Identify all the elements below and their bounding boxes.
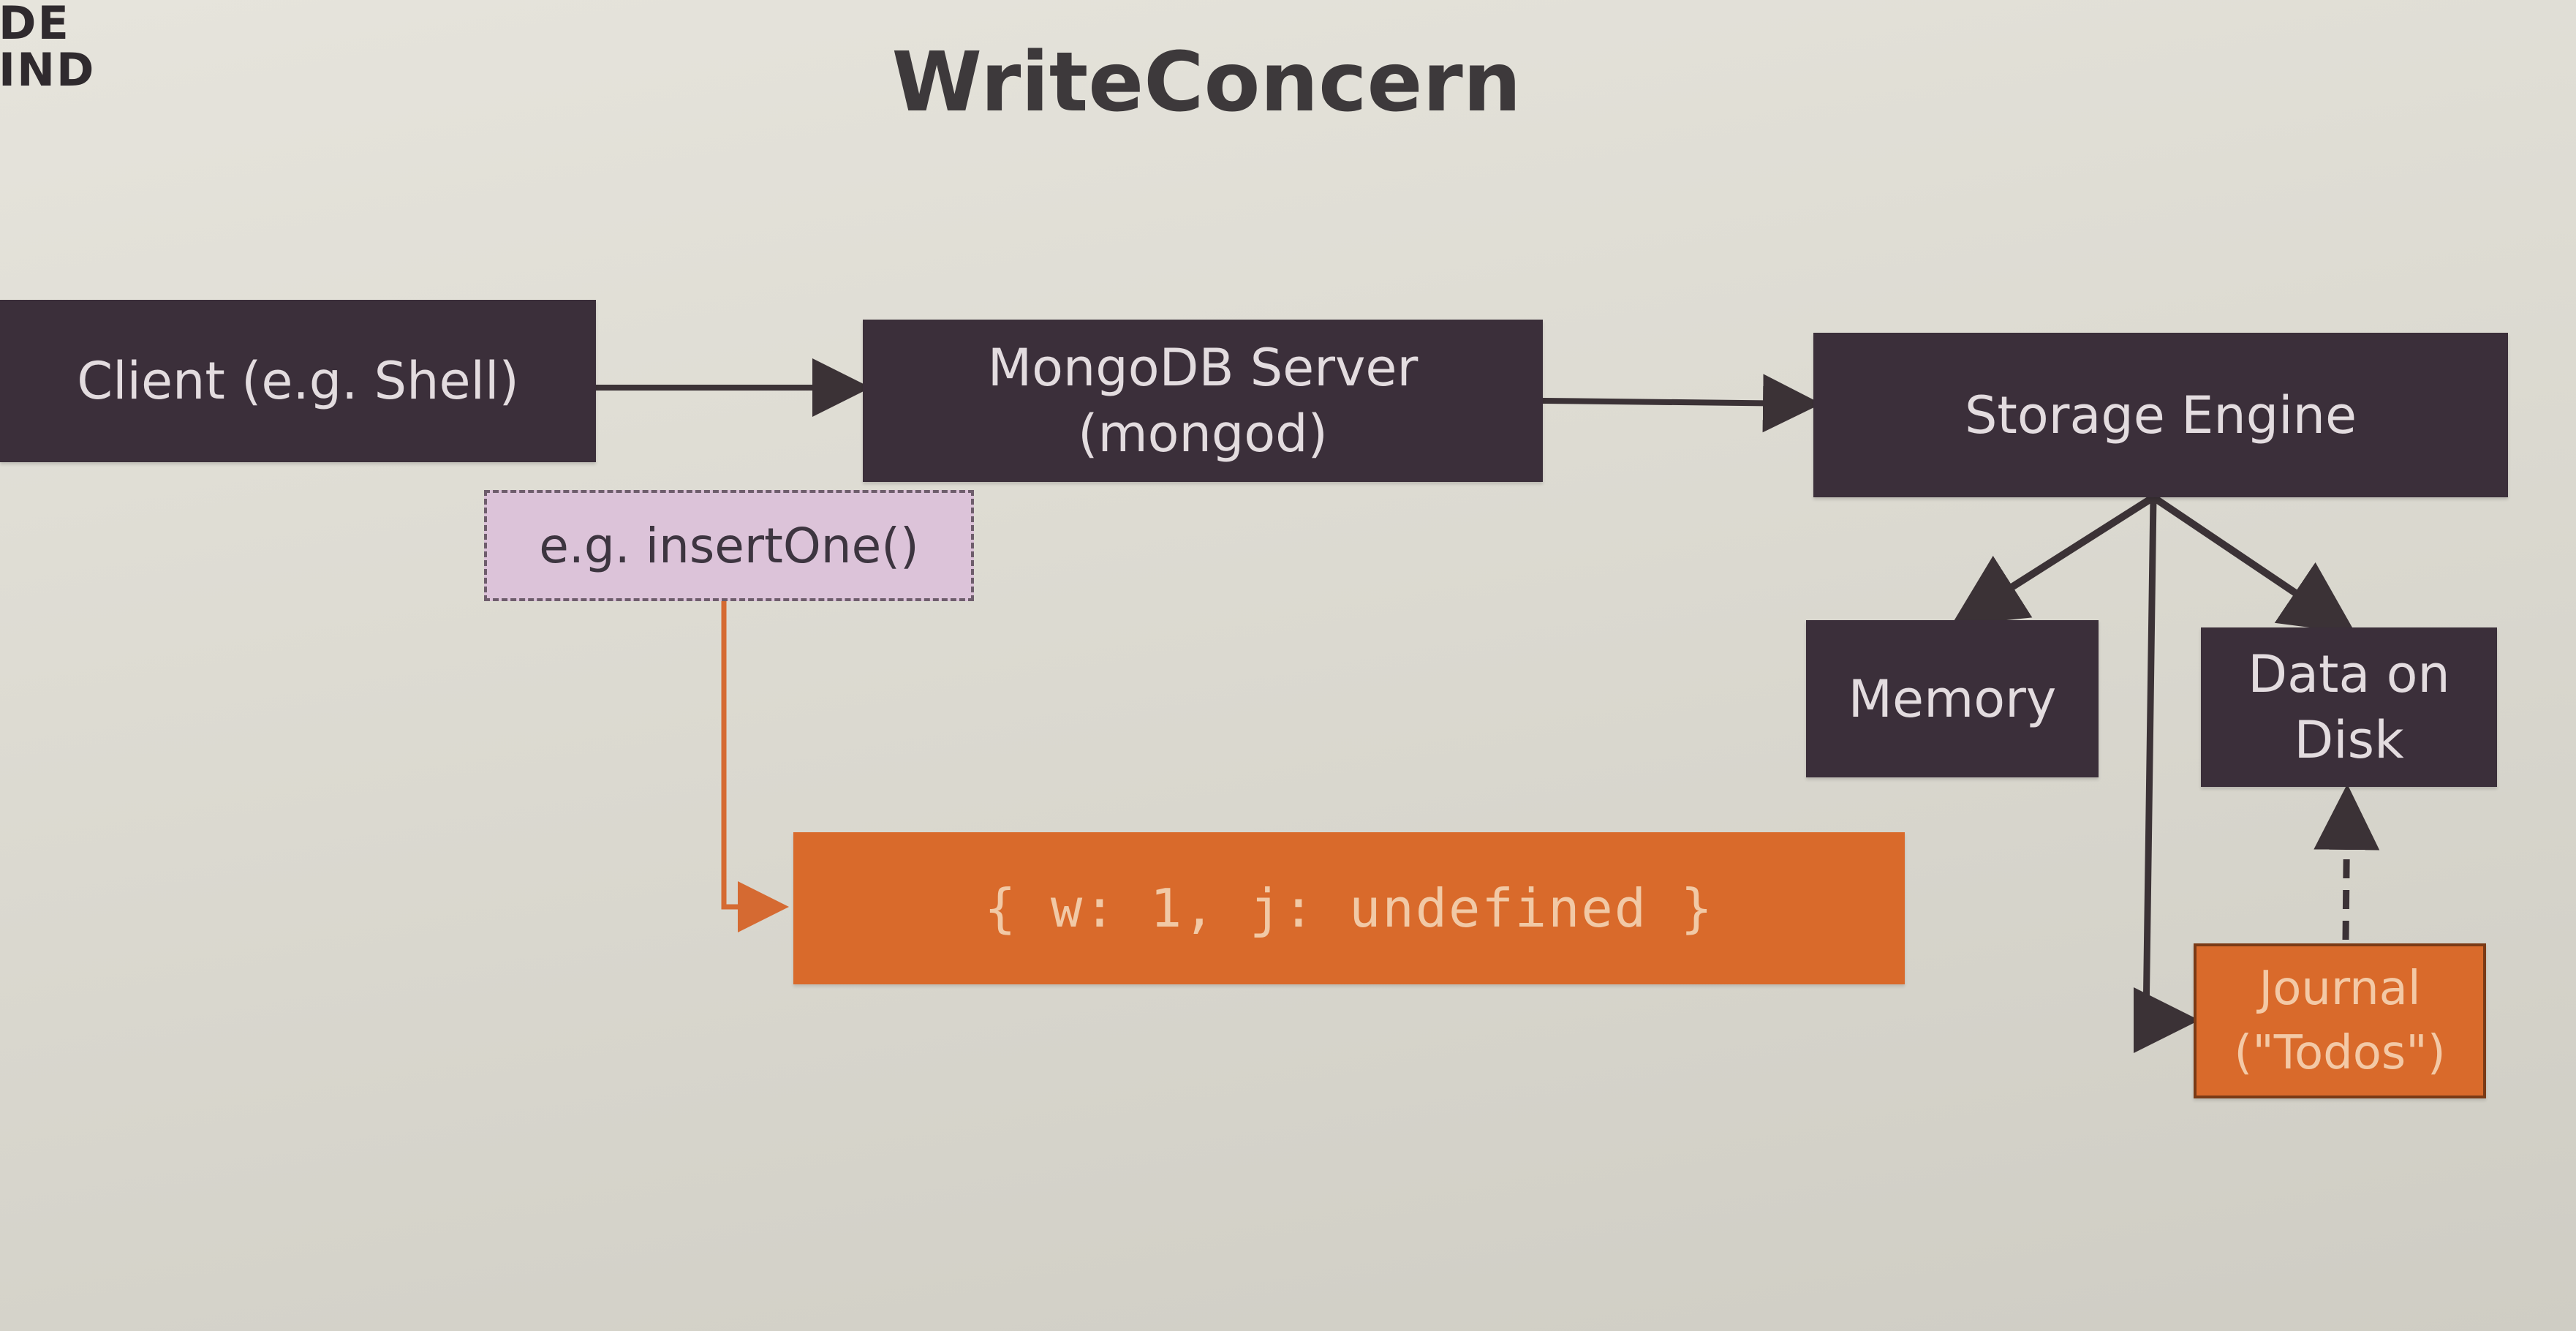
- arrow-storage-to-disk: [2151, 494, 2356, 634]
- mongodb-server-box: MongoDB Server (mongod): [863, 320, 1543, 482]
- logo-line-1: DE: [0, 0, 70, 50]
- journal-box: Journal ("Todos"): [2194, 943, 2486, 1098]
- call-label: e.g. insertOne(): [539, 517, 919, 574]
- logo: DE IND: [0, 0, 146, 94]
- disk-label: Data on Disk: [2248, 644, 2450, 770]
- arrow-journal-to-disk: [2314, 784, 2380, 940]
- storage-label: Storage Engine: [1964, 385, 2357, 445]
- arrow-storage-to-journal: [2134, 497, 2199, 1053]
- arrow-call-to-writeconcern: [721, 601, 789, 932]
- memory-label: Memory: [1848, 668, 2057, 729]
- client-box: Client (e.g. Shell): [0, 300, 596, 462]
- write-concern-box: { w: 1, j: undefined }: [793, 832, 1905, 984]
- memory-box: Memory: [1806, 620, 2099, 777]
- journal-label: Journal ("Todos"): [2234, 962, 2446, 1080]
- write-concern-code: { w: 1, j: undefined }: [984, 878, 1714, 939]
- arrow-storage-to-memory: [1951, 494, 2156, 626]
- logo-line-2: IND: [0, 43, 96, 97]
- server-label: MongoDB Server (mongod): [987, 338, 1419, 464]
- arrow-server-to-storage: [1542, 374, 1821, 433]
- client-label: Client (e.g. Shell): [77, 351, 519, 411]
- page-title: WriteConcern: [891, 35, 1522, 130]
- storage-engine-box: Storage Engine: [1813, 333, 2508, 497]
- data-on-disk-box: Data on Disk: [2201, 627, 2497, 787]
- insert-call-box: e.g. insertOne(): [484, 490, 974, 601]
